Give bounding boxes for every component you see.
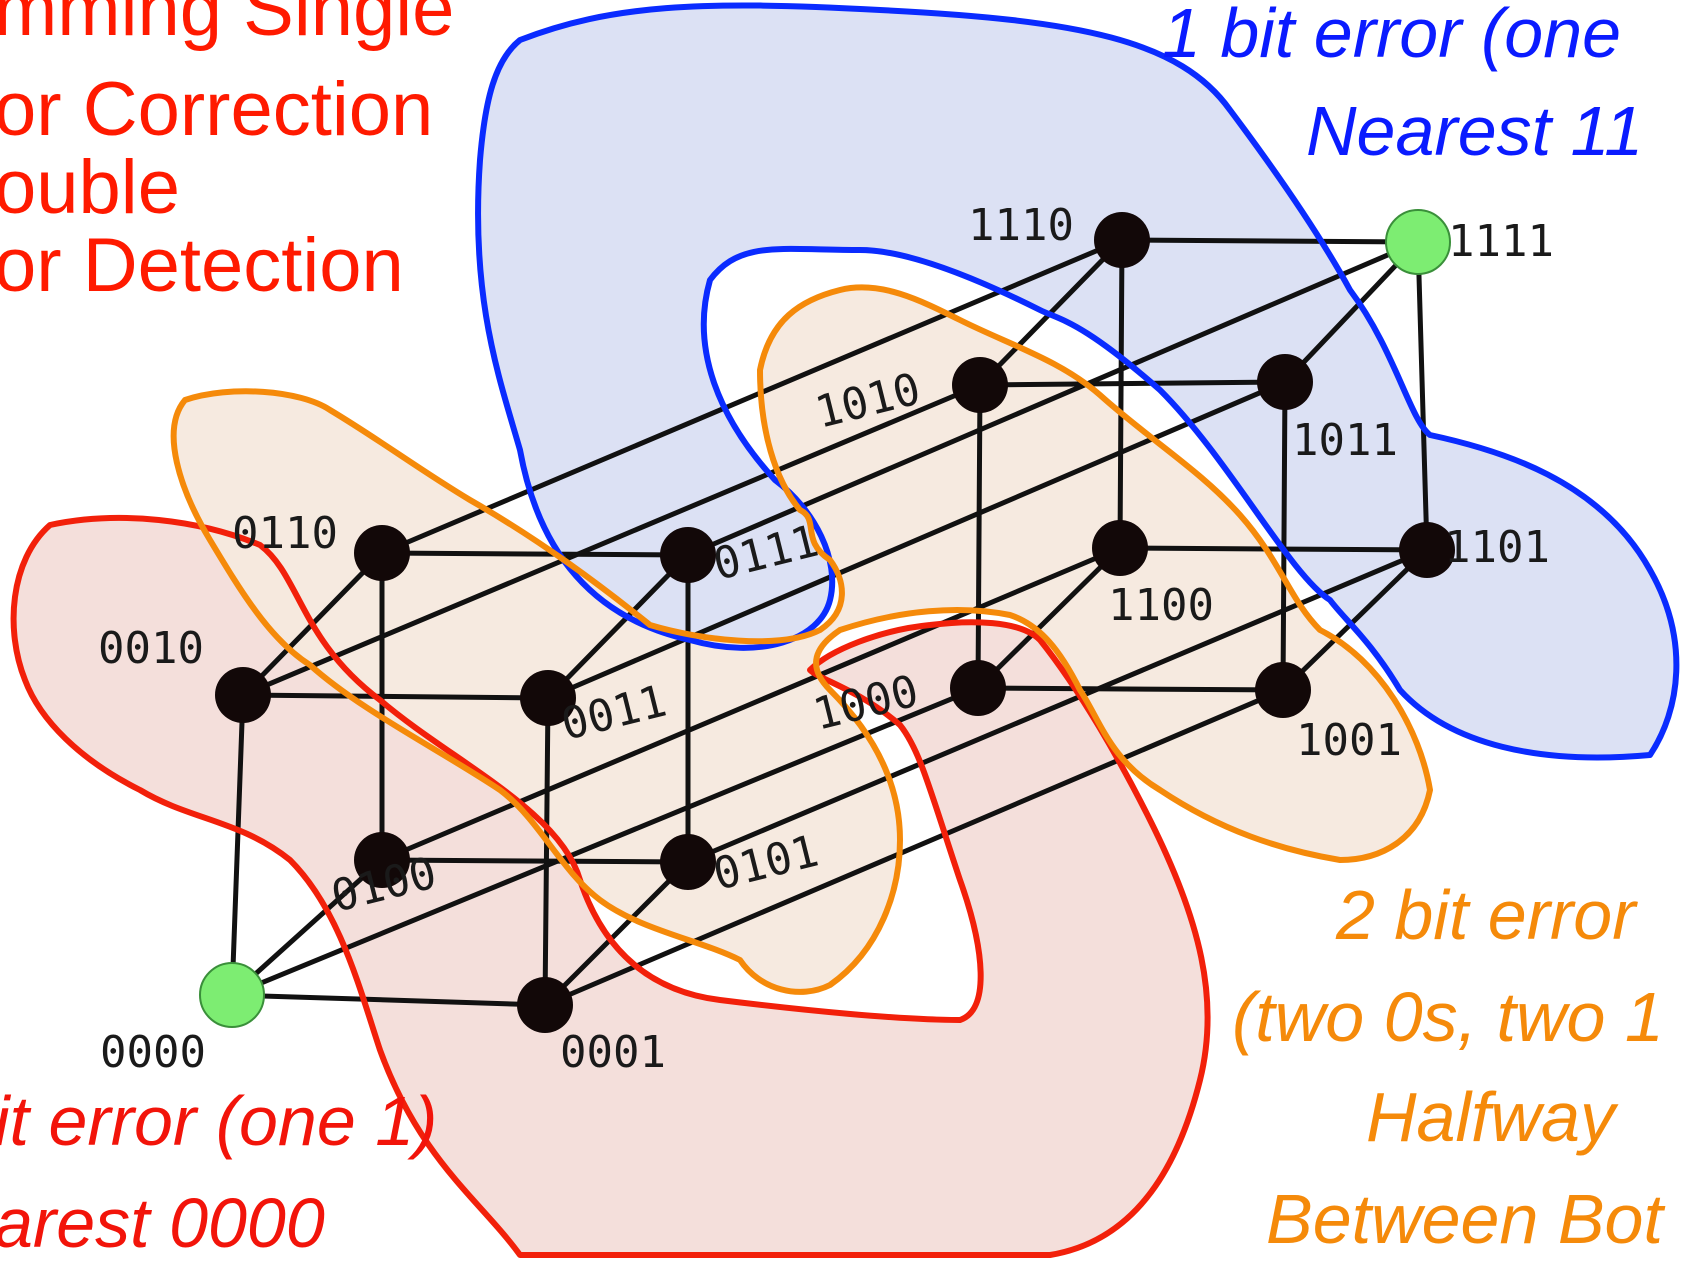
- edge-0011-0111: [545, 552, 691, 701]
- vertex-1111-codeword: [1385, 209, 1451, 275]
- red-caption-line-2: arest 0000: [0, 1184, 325, 1262]
- edge-0001-1001: [542, 687, 1286, 1008]
- edge-0000-1000: [229, 685, 981, 998]
- vertex-label-0001: 0001: [560, 1027, 666, 1078]
- orange-caption-line-4: Between Bot: [1266, 1180, 1663, 1258]
- vertex-1100: [1092, 520, 1148, 576]
- edge-1100-1110: [1117, 237, 1125, 551]
- title-line-3: ouble: [0, 145, 180, 230]
- edge-1001-1101: [1280, 547, 1430, 693]
- vertex-label-1011: 1011: [1292, 415, 1398, 466]
- vertex-0110: [354, 525, 410, 581]
- blue-region-outline: [475, 2, 1680, 761]
- edge-0010-1010: [240, 382, 983, 698]
- edge-0010-0011: [240, 692, 551, 701]
- edge-0011-1011: [545, 379, 1288, 701]
- vertex-0111: [660, 527, 716, 583]
- vertex-label-1001: 1001: [1296, 715, 1402, 766]
- edge-1000-1100: [975, 545, 1123, 691]
- vertex-0101: [660, 834, 716, 890]
- edge-0000-0100: [229, 857, 385, 998]
- vertex-1001: [1255, 662, 1311, 718]
- vertex-1101: [1399, 522, 1455, 578]
- vertex-1011: [1257, 354, 1313, 410]
- vertex-0001: [517, 977, 573, 1033]
- title-line-1: mming Single: [0, 0, 455, 52]
- vertex-label-1100: 1100: [1108, 580, 1214, 631]
- orange-caption-line-2: (two 0s, two 1: [1232, 978, 1664, 1056]
- red-region-outline: [10, 514, 1211, 1258]
- edge-0110-0111: [379, 550, 691, 558]
- vertex-0000-codeword: [199, 962, 265, 1028]
- edge-1001-1011: [1280, 379, 1288, 693]
- orange-caption-line-3: Halfway: [1366, 1078, 1615, 1156]
- edge-1010-1011: [977, 379, 1288, 388]
- orange-caption-line-1: 2 bit error: [1336, 876, 1636, 954]
- vertex-label-1101: 1101: [1444, 522, 1550, 573]
- title-line-2: or Correction: [0, 67, 434, 152]
- red-region-fill: [13, 517, 1208, 1255]
- vertex-0100: [354, 832, 410, 888]
- edge-1101-1111: [1415, 239, 1430, 553]
- vertex-1000: [950, 660, 1006, 716]
- vertex-label-0110: 0110: [232, 508, 338, 559]
- blue-caption-line-1: 1 bit error (one: [1162, 0, 1622, 72]
- edge-0000-0010: [229, 692, 246, 998]
- vertex-label-0000: 0000: [100, 1027, 206, 1078]
- edge-0100-0101: [379, 857, 691, 865]
- edge-1000-1001: [975, 685, 1286, 693]
- vertex-1010: [952, 357, 1008, 413]
- title-line-4: or Detection: [0, 223, 404, 308]
- edge-0100-1100: [379, 545, 1123, 863]
- edge-0101-1101: [685, 547, 1430, 865]
- vertex-label-0010: 0010: [98, 623, 204, 674]
- edge-1000-1010: [975, 382, 983, 691]
- vertex-label-1110: 1110: [968, 200, 1074, 251]
- vertex-label-1111: 1111: [1448, 216, 1554, 267]
- vertex-1110: [1094, 212, 1150, 268]
- red-caption-line-1: it error (one 1): [0, 1082, 438, 1160]
- edge-1110-1111: [1119, 237, 1421, 245]
- vertex-0011: [520, 670, 576, 726]
- blue-caption-line-2: Nearest 11: [1306, 92, 1644, 170]
- edge-0001-0011: [542, 695, 551, 1008]
- edge-0111-1111: [685, 239, 1421, 558]
- orange-region-outline: [170, 284, 1433, 995]
- edge-0001-0101: [542, 859, 691, 1008]
- vertex-0010: [215, 667, 271, 723]
- edge-1100-1101: [1117, 545, 1430, 553]
- edge-0000-0001: [229, 992, 548, 1008]
